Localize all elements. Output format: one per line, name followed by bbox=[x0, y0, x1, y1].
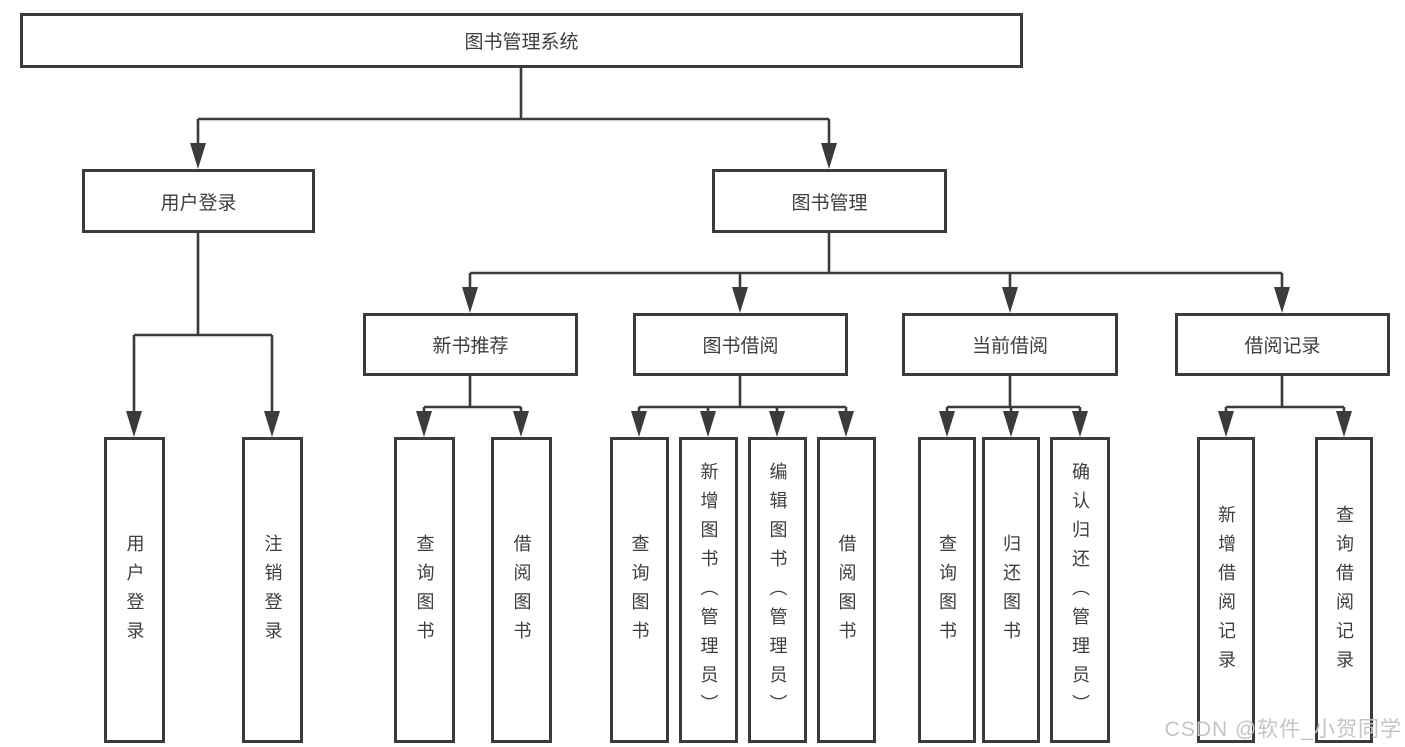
node-current-borrowing: 当前借阅 bbox=[902, 313, 1118, 376]
leaf-edit-books-admin: 编辑图书（管理员） bbox=[748, 437, 807, 743]
arrowhead bbox=[838, 411, 854, 437]
connector-user-login-to-leaves bbox=[132, 233, 274, 411]
csdn-watermark: CSDN @软件_小贺同学 bbox=[1164, 718, 1402, 741]
leaf-add-books-admin: 新增图书（管理员） bbox=[679, 437, 738, 743]
arrowhead bbox=[1072, 411, 1088, 437]
node-book-management: 图书管理 bbox=[712, 169, 947, 233]
node-book-borrowing: 图书借阅 bbox=[633, 313, 848, 376]
leaf-borrow-books-recommend: 借阅图书 bbox=[491, 437, 552, 743]
node-library-management-system: 图书管理系统 bbox=[20, 13, 1023, 68]
arrowhead bbox=[769, 411, 785, 437]
arrowhead bbox=[126, 411, 142, 437]
arrowhead bbox=[513, 411, 529, 437]
arrowhead bbox=[462, 287, 478, 313]
arrowhead bbox=[264, 411, 280, 437]
arrowhead bbox=[1218, 411, 1234, 437]
arrowhead bbox=[416, 411, 432, 437]
arrowhead bbox=[190, 143, 206, 169]
leaf-query-borrow-record: 查询借阅记录 bbox=[1315, 437, 1373, 743]
arrowhead bbox=[700, 411, 716, 437]
arrowhead bbox=[732, 287, 748, 313]
leaf-query-books-current: 查询图书 bbox=[918, 437, 976, 743]
connector-current-borrow-to-leaves bbox=[945, 376, 1082, 411]
arrowhead bbox=[1002, 287, 1018, 313]
leaf-return-books: 归还图书 bbox=[982, 437, 1040, 743]
leaf-user-login: 用户登录 bbox=[104, 437, 165, 743]
arrowheads bbox=[126, 143, 1352, 437]
connector-book-borrow-to-leaves bbox=[637, 376, 848, 411]
arrowhead bbox=[631, 411, 647, 437]
connector-book-management-to-level3 bbox=[468, 233, 1284, 287]
leaf-logout: 注销登录 bbox=[242, 437, 303, 743]
node-user-login: 用户登录 bbox=[82, 169, 315, 233]
arrowhead bbox=[821, 143, 837, 169]
node-new-book-recommendation: 新书推荐 bbox=[363, 313, 578, 376]
leaf-confirm-return-admin: 确认归还（管理员） bbox=[1050, 437, 1110, 743]
arrowhead bbox=[1003, 411, 1019, 437]
leaf-borrow-books: 借阅图书 bbox=[817, 437, 876, 743]
leaf-query-books-borrow: 查询图书 bbox=[610, 437, 669, 743]
connector-root-to-level2 bbox=[196, 68, 831, 143]
leaf-query-books-recommend: 查询图书 bbox=[394, 437, 455, 743]
arrowhead bbox=[1336, 411, 1352, 437]
arrowhead bbox=[939, 411, 955, 437]
node-borrowing-records: 借阅记录 bbox=[1175, 313, 1390, 376]
connector-stems bbox=[132, 68, 1346, 411]
arrowhead bbox=[1274, 287, 1290, 313]
leaf-add-borrow-record: 新增借阅记录 bbox=[1197, 437, 1255, 743]
connector-new-book-to-leaves bbox=[422, 376, 523, 411]
connector-borrow-records-to-leaves bbox=[1224, 376, 1346, 411]
